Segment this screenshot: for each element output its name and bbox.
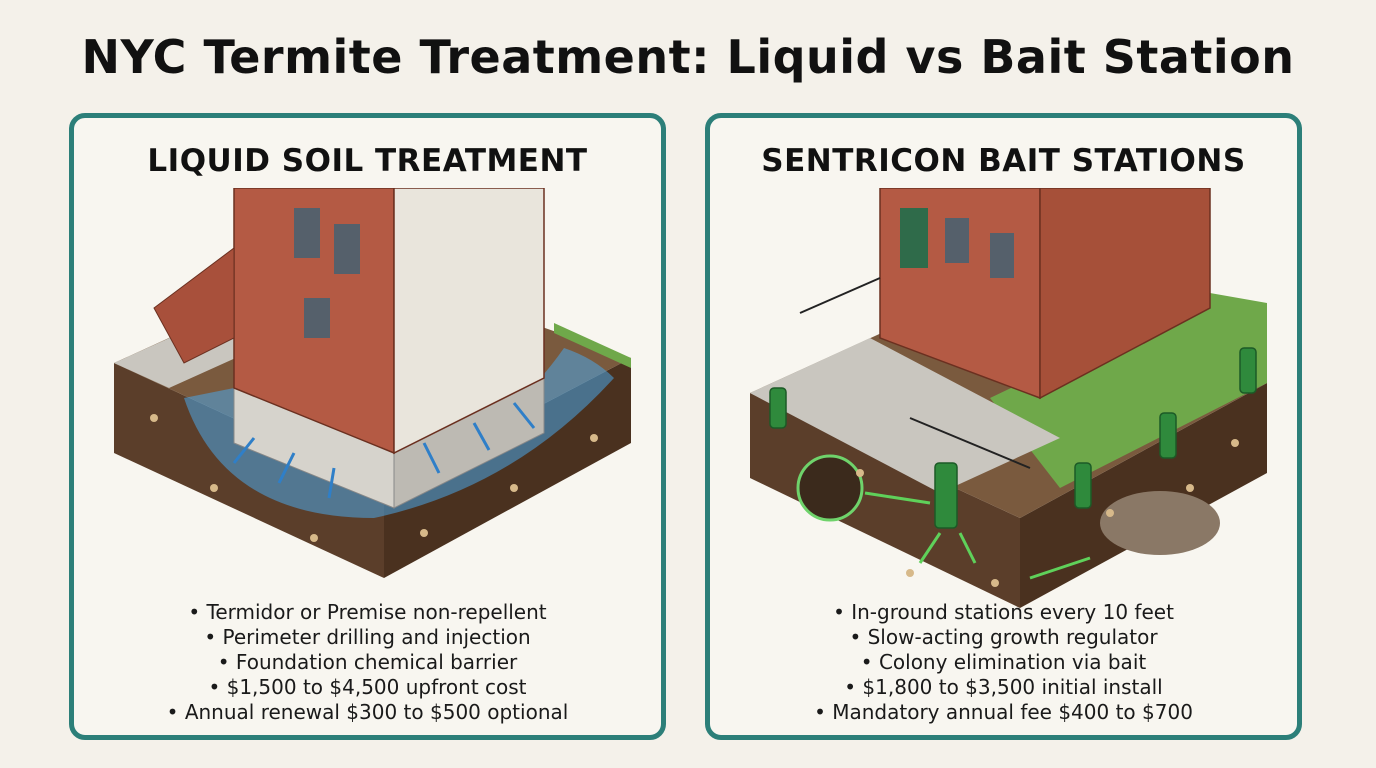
list-item: $1,800 to $3,500 initial install: [710, 675, 1297, 700]
building-side: [1039, 188, 1211, 400]
grass-strip: [554, 323, 631, 368]
window: [294, 208, 320, 258]
bait-cartridge-detail: [796, 454, 864, 522]
termite-colony: [1100, 491, 1220, 555]
list-item: Annual renewal $300 to $500 optional: [74, 700, 661, 725]
stoop-stairs: [153, 247, 235, 364]
page-title: NYC Termite Treatment: Liquid vs Bait St…: [81, 30, 1295, 84]
termites: [856, 439, 1239, 587]
liquid-bullet-list: Termidor or Premise non-repellent Perime…: [74, 600, 661, 725]
list-item: Mandatory annual fee $400 to $700: [710, 700, 1297, 725]
door: [900, 208, 928, 268]
bait-panel-heading: SENTRICON BAIT STATIONS: [761, 143, 1246, 179]
list-item: Colony elimination via bait: [710, 650, 1297, 675]
sidewalk: [750, 338, 1060, 493]
bait-stations: [769, 347, 1257, 529]
building-cutaway: [393, 188, 545, 455]
window: [945, 218, 969, 263]
termites: [150, 414, 598, 542]
injection-arrows: [232, 402, 536, 499]
list-item: $1,500 to $4,500 upfront cost: [74, 675, 661, 700]
list-item: Slow-acting growth regulator: [710, 625, 1297, 650]
lawn: [990, 293, 1267, 488]
liquid-panel-heading: LIQUID SOIL TREATMENT: [147, 143, 588, 179]
list-item: Foundation chemical barrier: [74, 650, 661, 675]
liquid-soil-illustration: [114, 188, 631, 578]
list-item: Perimeter drilling and injection: [74, 625, 661, 650]
soil-front-face: [750, 393, 1020, 608]
window: [990, 233, 1014, 278]
window: [334, 224, 360, 274]
iron-fence: [799, 277, 1031, 469]
liquid-treatment-panel: LIQUID SOIL TREATMENT: [69, 113, 666, 740]
list-item: In-ground stations every 10 feet: [710, 600, 1297, 625]
liquid-barrier: [184, 348, 614, 518]
list-item: Termidor or Premise non-repellent: [74, 600, 661, 625]
bait-flow-arrows: [864, 491, 1091, 580]
bait-station-illustration: [750, 188, 1267, 608]
bait-bullet-list: In-ground stations every 10 feet Slow-ac…: [710, 600, 1297, 725]
bait-station-panel: SENTRICON BAIT STATIONS: [705, 113, 1302, 740]
window: [304, 298, 330, 338]
